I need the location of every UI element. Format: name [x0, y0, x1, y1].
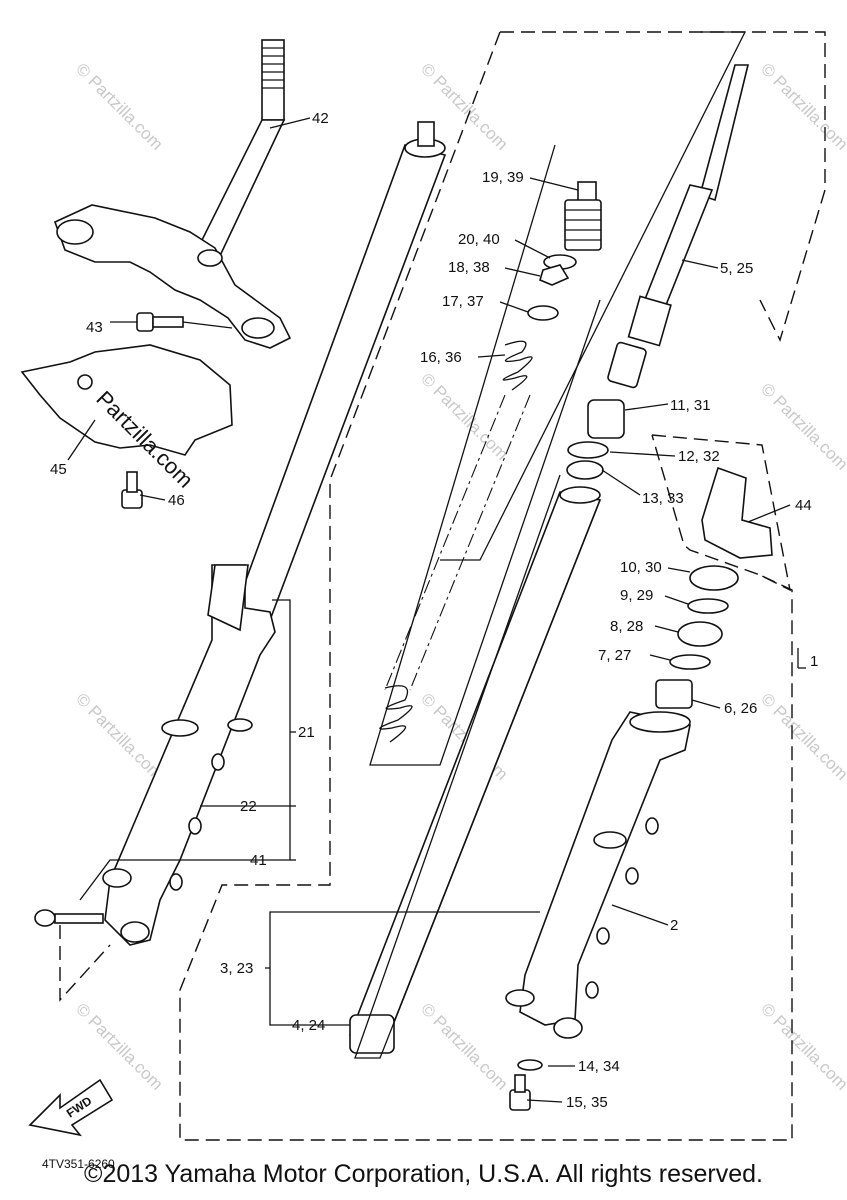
oil-seal-8	[677, 621, 723, 647]
taper-spindle-11	[587, 399, 625, 439]
washer-14	[517, 1059, 543, 1071]
circlip-12	[567, 441, 609, 459]
watermark-text: © Partzilla.com	[757, 999, 847, 1093]
callout-46: 46	[168, 492, 185, 509]
bolt-43	[136, 312, 184, 332]
bushing-6	[655, 679, 693, 709]
emblem-44	[701, 466, 773, 559]
forward-arrow-icon: FWD	[28, 1078, 114, 1137]
emblem-boundary	[651, 434, 791, 592]
copyright-notice: ©2013 Yamaha Motor Corporation, U.S.A. A…	[84, 1160, 763, 1188]
inner-tube-left	[233, 121, 447, 621]
inner-tube-right	[348, 486, 602, 1054]
bolt-41	[34, 909, 104, 927]
washer-17	[527, 305, 559, 321]
clip-9	[687, 598, 729, 614]
callout-41: 41	[250, 852, 267, 869]
callout-20-40: 20, 40	[458, 231, 500, 248]
cap-bolt-19	[564, 181, 602, 251]
callout-19-39: 19, 39	[482, 169, 524, 186]
callout-4-24: 4, 24	[292, 1017, 325, 1034]
outer-tube-left	[102, 564, 276, 946]
watermark-text: © Partzilla.com	[417, 999, 511, 1093]
steering-stem-under-bracket	[54, 39, 292, 349]
callout-43: 43	[86, 319, 103, 336]
callout-labels: 42 43 45 46 19, 39 20, 40 18, 38 17, 37 …	[50, 110, 818, 1111]
watermark-text: © Partzilla.com	[757, 59, 847, 153]
callout-11-31: 11, 31	[670, 397, 711, 414]
callout-14-34: 14, 34	[578, 1058, 620, 1075]
assembly-boundary-left	[179, 31, 793, 1141]
nut-18	[539, 264, 570, 286]
watermark-text: © Partzilla.com	[72, 689, 166, 783]
callout-5-25: 5, 25	[720, 260, 753, 277]
callout-45: 45	[50, 461, 67, 478]
callout-15-35: 15, 35	[566, 1094, 608, 1111]
spring-frame	[369, 144, 601, 766]
watermark-text: © Partzilla.com	[72, 999, 166, 1093]
washer-7	[669, 654, 711, 670]
callout-21: 21	[298, 724, 315, 741]
watermark-text: © Partzilla.com	[757, 689, 847, 783]
callout-44: 44	[795, 497, 812, 514]
leader-lines	[67, 117, 806, 1103]
bolt-46	[121, 471, 143, 509]
rod-frame	[440, 31, 747, 561]
bracket-boundary-lower	[59, 925, 111, 1002]
diagram-code: 4TV351-6260	[42, 1157, 115, 1171]
watermark-text: © Partzilla.com	[72, 59, 166, 153]
fork-spring-16	[379, 340, 533, 743]
outer-tube-right	[505, 711, 691, 1039]
callout-42: 42	[312, 110, 329, 127]
fork-guard-45	[20, 344, 233, 456]
callout-12-32: 12, 32	[678, 448, 720, 465]
callout-13-33: 13, 33	[642, 490, 684, 507]
drain-bolt-15	[509, 1074, 531, 1111]
callout-22: 22	[240, 798, 257, 815]
callout-9-29: 9, 29	[620, 587, 653, 604]
callout-8-28: 8, 28	[610, 618, 643, 635]
rebound-spring	[607, 341, 647, 389]
dust-seal-10	[689, 565, 739, 591]
callout-18-38: 18, 38	[448, 259, 490, 276]
callout-16-36: 16, 36	[420, 349, 462, 366]
callout-10-30: 10, 30	[620, 559, 662, 576]
callout-2: 2	[670, 917, 678, 934]
callout-1: 1	[810, 653, 818, 670]
callout-17-37: 17, 37	[442, 293, 484, 310]
callout-3-23: 3, 23	[220, 960, 253, 977]
watermark-text: © Partzilla.com	[757, 379, 847, 473]
callout-7-27: 7, 27	[598, 647, 631, 664]
callout-6-26: 6, 26	[724, 700, 757, 717]
damper-rod-5	[627, 64, 750, 347]
seal-13	[566, 460, 604, 480]
tube-frame	[354, 474, 601, 1059]
